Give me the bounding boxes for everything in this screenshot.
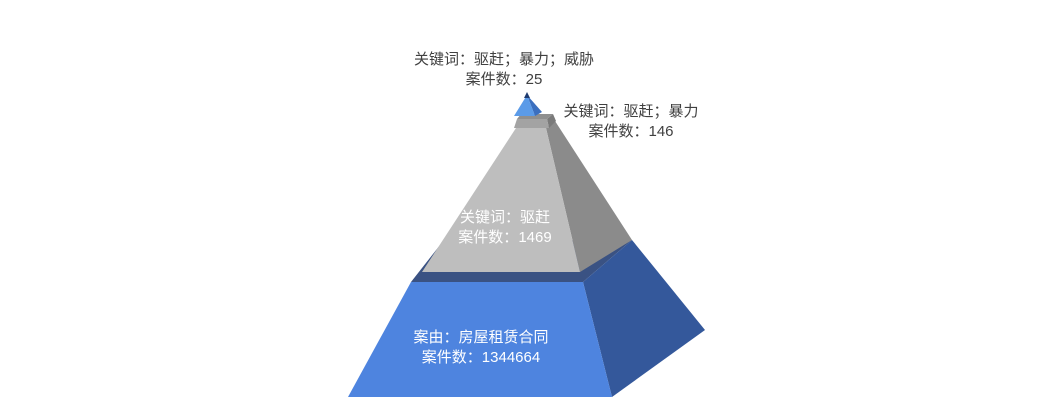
- pyramid-layer-2-side-face: [546, 121, 632, 272]
- data-label-value-prefix: 案件数：: [465, 71, 526, 88]
- pyramid-layer-4-side-face: [527, 95, 542, 116]
- pyramid-layer-1-side-face: [583, 240, 705, 397]
- data-label-value-number: 25: [525, 71, 543, 88]
- pyramid-layer-4-front-face: [514, 95, 535, 116]
- data-label-category: 关键词：驱赶；暴力: [563, 103, 699, 120]
- data-label-value-prefix: 案件数：: [588, 123, 649, 140]
- data-label-layer-1: 案由：房屋租赁合同 案件数：1344664: [391, 328, 571, 368]
- data-label-layer-3: 关键词：驱赶；暴力 案件数：146: [551, 102, 711, 142]
- data-label-value: 案件数：25: [394, 70, 614, 90]
- data-label-value-number: 1469: [518, 229, 552, 246]
- data-label-value: 案件数：1469: [425, 228, 585, 248]
- data-label-layer-4: 关键词：驱赶；暴力；威胁 案件数：25: [394, 50, 614, 90]
- data-label-value-number: 146: [648, 123, 674, 140]
- data-label-value: 案件数：1344664: [391, 348, 571, 368]
- data-label-value-prefix: 案件数：: [421, 349, 482, 366]
- data-label-layer-2: 关键词：驱赶 案件数：1469: [425, 208, 585, 248]
- pyramid-layer-3-side-face: [547, 114, 556, 128]
- pyramid-layer-3-front-face: [514, 119, 549, 128]
- data-label-category: 关键词：驱赶；暴力；威胁: [413, 51, 594, 68]
- data-label-value-number: 1344664: [481, 349, 541, 366]
- pyramid-layer-4-apex: [524, 92, 530, 98]
- data-label-category: 案由：房屋租赁合同: [413, 329, 549, 346]
- data-label-category: 关键词：驱赶: [459, 209, 550, 226]
- data-label-value: 案件数：146: [551, 122, 711, 142]
- data-label-value-prefix: 案件数：: [458, 229, 519, 246]
- pyramid-layer-2-front-face: [422, 128, 580, 272]
- pyramid-layer-1-front-face: [348, 282, 612, 397]
